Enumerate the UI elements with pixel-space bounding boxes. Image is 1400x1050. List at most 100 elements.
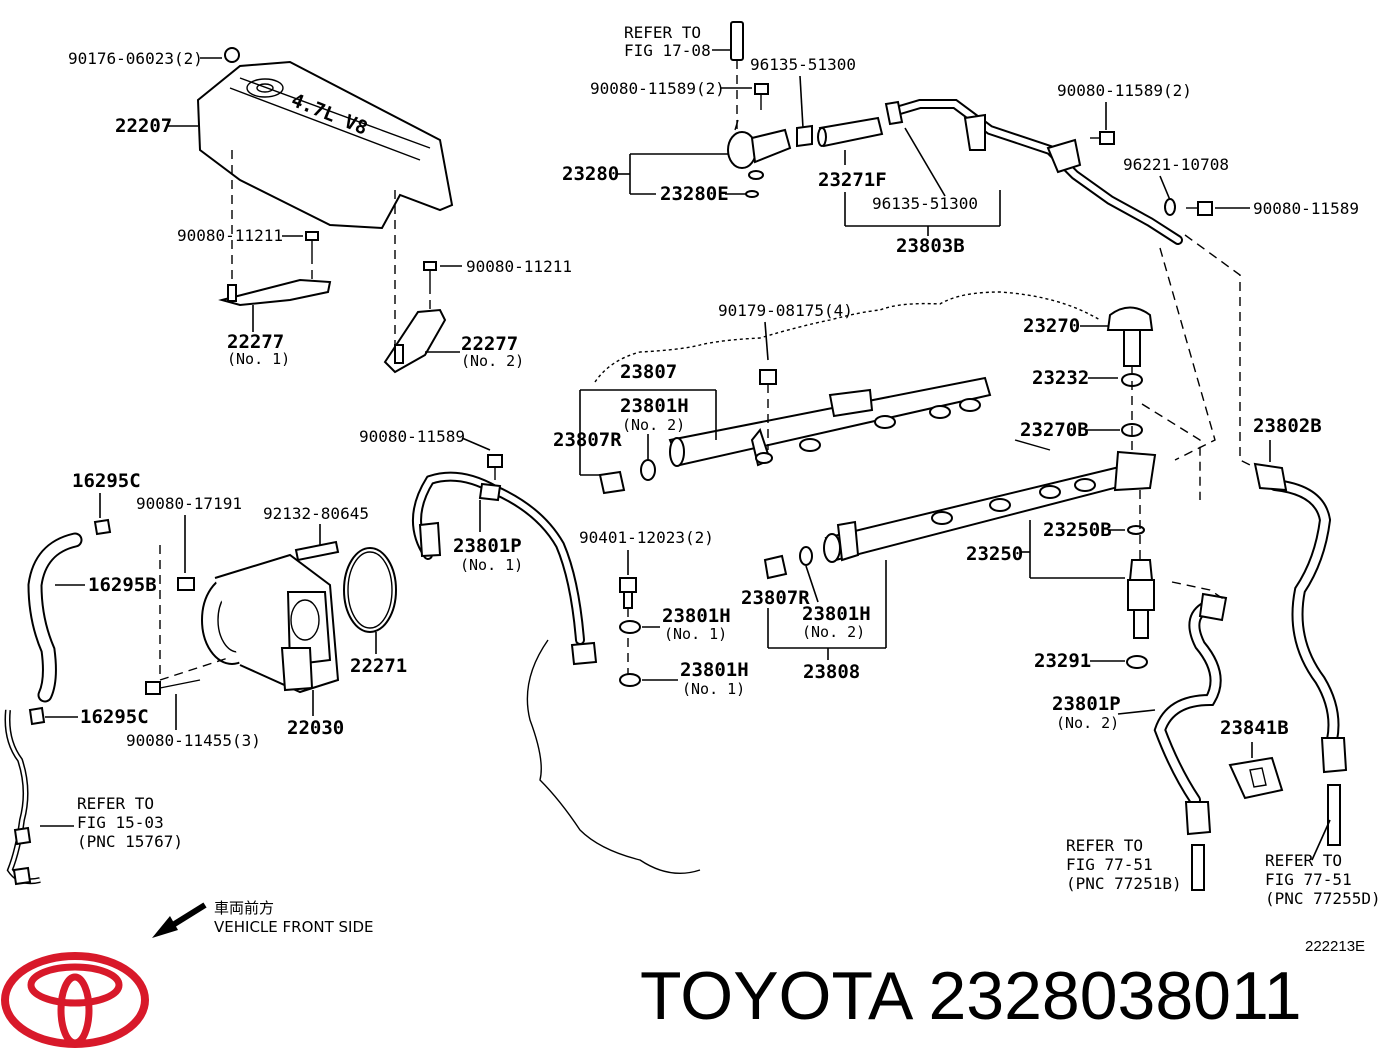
engine-cover: 4.7L V8 — [196, 47, 454, 230]
refer-7751b-line1: REFER TO — [1265, 851, 1342, 870]
label-23801H-n1a: 23801H — [662, 605, 731, 627]
label-23232: 23232 — [1032, 367, 1089, 389]
label-23291: 23291 — [1034, 650, 1091, 672]
label-96135-a: 96135-51300 — [750, 55, 856, 74]
label-90080-11589-a: 90080-11589(2) — [590, 79, 725, 98]
refer-1503-line2: FIG 15-03 — [77, 813, 164, 832]
label-23801H-top-sub: (No. 2) — [622, 416, 685, 434]
label-23271F: 23271F — [818, 169, 887, 191]
label-90080-11589-d: 90080-11589 — [359, 427, 465, 446]
label-16295C-top: 16295C — [72, 470, 141, 492]
label-90080-11211-a: 90080-11211 — [177, 226, 283, 245]
hose-23271F — [817, 116, 884, 148]
label-96135-b: 96135-51300 — [872, 194, 978, 213]
gasket-22271 — [343, 547, 397, 633]
label-22030: 22030 — [287, 717, 344, 739]
refer-7751b-line3: (PNC 77255D) — [1265, 889, 1381, 908]
refer-1708-line1: REFER TO — [624, 23, 701, 42]
hose-16295B — [27, 532, 83, 703]
refer-7751a-line2: FIG 77-51 — [1066, 855, 1153, 874]
refer-1503-line3: (PNC 15767) — [77, 832, 183, 851]
label-90080-11455: 90080-11455(3) — [126, 731, 261, 750]
label-23801P-2: 23801P — [1052, 693, 1121, 715]
label-23801P-2-sub: (No. 2) — [1056, 714, 1119, 732]
clamp-96135-a — [796, 124, 813, 148]
clip-23841B — [1228, 756, 1284, 800]
label-23801H-n1a-sub: (No. 1) — [664, 625, 727, 643]
brand-name: TOYOTA — [640, 958, 910, 1034]
toyota-logo-icon — [1, 952, 149, 1048]
bolt-90080-a — [754, 83, 769, 110]
fuel-hose-23801P-no2 — [1153, 592, 1228, 836]
refer-1708-line2: FIG 17-08 — [624, 41, 711, 60]
label-23807R-mid: 23807R — [741, 587, 810, 609]
label-23280E: 23280E — [660, 183, 729, 205]
plug-23807R-top — [598, 459, 656, 495]
bolt-90080-11455 — [145, 679, 201, 695]
fuel-rail-upper — [668, 376, 992, 467]
label-90080-17191: 90080-17191 — [136, 494, 242, 513]
front-label-jp: 車両前方 — [214, 899, 274, 917]
label-23808: 23808 — [803, 661, 860, 683]
refer-7751b-line2: FIG 77-51 — [1265, 870, 1352, 889]
label-22277-b-sub: (No. 2) — [461, 352, 524, 370]
label-22277-b: 22277 — [461, 333, 518, 355]
footer-caption: TOYOTA 2328038011 — [640, 956, 1302, 1036]
label-23801H-top: 23801H — [620, 395, 689, 417]
refer-7751a-line1: REFER TO — [1066, 836, 1143, 855]
refer-1503-line1: REFER TO — [77, 794, 154, 813]
label-90080-11589-b: 90080-11589(2) — [1057, 81, 1192, 100]
label-23803B: 23803B — [896, 235, 965, 257]
label-23801H-n1b: 23801H — [680, 659, 749, 681]
label-90179: 90179-08175(4) — [718, 301, 853, 320]
label-90176: 90176-06023(2) — [68, 49, 203, 68]
label-16295C-bot: 16295C — [80, 706, 149, 728]
bolt-90401 — [619, 577, 637, 609]
pipe-pnc-77255D — [1327, 784, 1341, 846]
label-22277-a: 22277 — [227, 331, 284, 353]
bracket-22277-no2 — [383, 261, 447, 374]
label-23841B: 23841B — [1220, 717, 1289, 739]
hose-23802B — [1253, 462, 1348, 774]
bolt-90080-b — [1090, 131, 1115, 145]
label-92132: 92132-80645 — [263, 504, 369, 523]
fuel-hose-23801P-no1 — [412, 471, 598, 666]
bolt-90080-c — [1186, 201, 1213, 216]
label-23801H-n1b-sub: (No. 1) — [682, 680, 745, 698]
damper-23270 — [1106, 306, 1154, 367]
label-90080-11211-b: 90080-11211 — [466, 257, 572, 276]
label-23807: 23807 — [620, 361, 677, 383]
label-23280: 23280 — [562, 163, 619, 185]
plug-23807R-mid — [763, 546, 813, 580]
label-23801P-1-sub: (No. 1) — [460, 556, 523, 574]
part-number: 2328038011 — [928, 958, 1302, 1034]
front-label-en: VEHICLE FRONT SIDE — [214, 918, 374, 936]
label-23801H-mid-sub: (No. 2) — [802, 623, 865, 641]
label-23807R-top: 23807R — [553, 429, 622, 451]
fuel-rail-lower — [823, 450, 1157, 563]
label-22207: 22207 — [115, 115, 172, 137]
throttle-body-22030 — [201, 553, 340, 694]
bolt-90080-d — [487, 454, 503, 480]
fuel-pipe-23803B — [884, 99, 1183, 245]
label-90401: 90401-12023(2) — [579, 528, 714, 547]
hose-pnc-15767 — [4, 709, 41, 886]
pipe-pnc-77251B — [1191, 844, 1205, 891]
label-96221: 96221-10708 — [1123, 155, 1229, 174]
label-23801P-1: 23801P — [453, 535, 522, 557]
label-22271: 22271 — [350, 655, 407, 677]
pressure-regulator-23280 — [727, 119, 792, 180]
injector-23250 — [1127, 559, 1155, 639]
label-23270B: 23270B — [1020, 419, 1089, 441]
label-23250B: 23250B — [1043, 519, 1112, 541]
front-arrow-icon — [152, 902, 207, 938]
label-23270: 23270 — [1023, 315, 1080, 337]
label-22277-a-sub: (No. 1) — [227, 350, 290, 368]
label-23250: 23250 — [966, 543, 1023, 565]
label-23801H-mid: 23801H — [802, 603, 871, 625]
bracket-22277-no1 — [218, 231, 332, 307]
figure-code: 222213E — [1305, 938, 1365, 955]
label-23802B: 23802B — [1253, 415, 1322, 437]
label-16295B: 16295B — [88, 574, 157, 596]
